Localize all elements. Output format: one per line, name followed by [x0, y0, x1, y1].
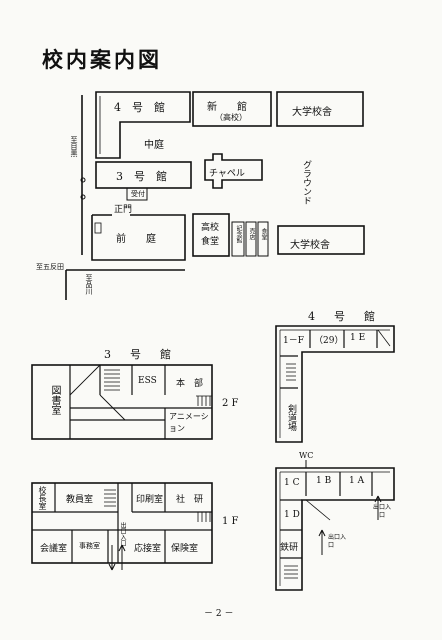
room-1f: 1－F [283, 336, 304, 346]
page-number: － 2 － [204, 609, 234, 619]
exit1-label: 出口入口 [372, 504, 391, 519]
new-bldg-sub: （高校） [215, 113, 247, 122]
cafeteria-label-1: 高校 [201, 223, 220, 233]
exit2-label: 出口入口 [328, 534, 347, 549]
front-garden-outline [91, 214, 186, 261]
cafeteria-outline [192, 213, 230, 257]
jimu-label: 事務室 [79, 542, 100, 550]
anime-label: アニメーション [169, 412, 209, 433]
univ2-outline [277, 225, 365, 255]
room-29: （29） [314, 336, 344, 346]
room-1c: 1 C [284, 478, 300, 488]
oosetsu-label: 応接室 [134, 544, 162, 554]
b3-title: 3 号 館 [104, 348, 175, 361]
road-gotanda: 至五反田 [36, 263, 64, 271]
kendo-label: 剣道場 [286, 404, 296, 431]
road-meguro: 至目黒 [70, 136, 78, 157]
bldg4-outline [95, 91, 191, 159]
entrance-label: 出口入口 [119, 522, 126, 546]
front-garden-label: 前 庭 [116, 234, 156, 245]
library-label: 図書室 [49, 385, 60, 415]
new-bldg-label: 新 館 [207, 102, 247, 113]
bldg4-label: 4 号 館 [114, 101, 165, 114]
room-1d: 1 D [284, 510, 300, 520]
ground-label: グラウンド [301, 160, 311, 205]
b3-2f-outline [31, 364, 213, 440]
univ1-label: 大学校舎 [292, 107, 332, 118]
shaken-label: 社 研 [176, 495, 204, 505]
univ2-label: 大学校舎 [290, 240, 330, 251]
chapel-outline [204, 153, 263, 189]
wc-label: WC [299, 451, 314, 460]
kinenkan-label: 記念館 [235, 225, 242, 243]
cafeteria-label-2: 食堂 [201, 237, 220, 247]
guard-box [126, 187, 148, 201]
tekken-label: 鉄研 [280, 543, 299, 553]
chapel-label: チャペル [209, 169, 245, 179]
insatsu-label: 印刷室 [136, 495, 164, 505]
kochoshitsu-label: 校長室 [38, 486, 47, 510]
store-label: 売店 [248, 228, 255, 240]
b3-floor2: 2 F [222, 398, 239, 409]
room-1b: 1 B [316, 476, 332, 486]
new-bldg-outline [192, 91, 272, 127]
room-1e: 1 E [350, 333, 366, 343]
road-shinagawa: 至品川 [85, 274, 93, 295]
hoken-label: 保険室 [171, 544, 199, 554]
page-title: 校内案内図 [42, 47, 162, 72]
bldg3-label: 3 号 館 [116, 170, 167, 183]
room-1a: 1 A [349, 476, 365, 486]
b4-upper-outline [275, 325, 395, 443]
kyoinshitsu-label: 教員室 [66, 495, 94, 505]
shokudo-label: 食堂 [260, 228, 267, 240]
ess-label: ESS [138, 376, 157, 386]
b4-title: 4 号 館 [308, 310, 379, 323]
b3-floor1: 1 F [222, 516, 239, 527]
guard-label: 受付 [131, 190, 145, 198]
kaigi-label: 会議室 [40, 544, 68, 554]
front-gate-label: 正門 [114, 205, 133, 215]
courtyard-label: 中庭 [144, 140, 164, 151]
univ1-outline [276, 91, 364, 127]
honbu-label: 本 部 [176, 379, 204, 389]
